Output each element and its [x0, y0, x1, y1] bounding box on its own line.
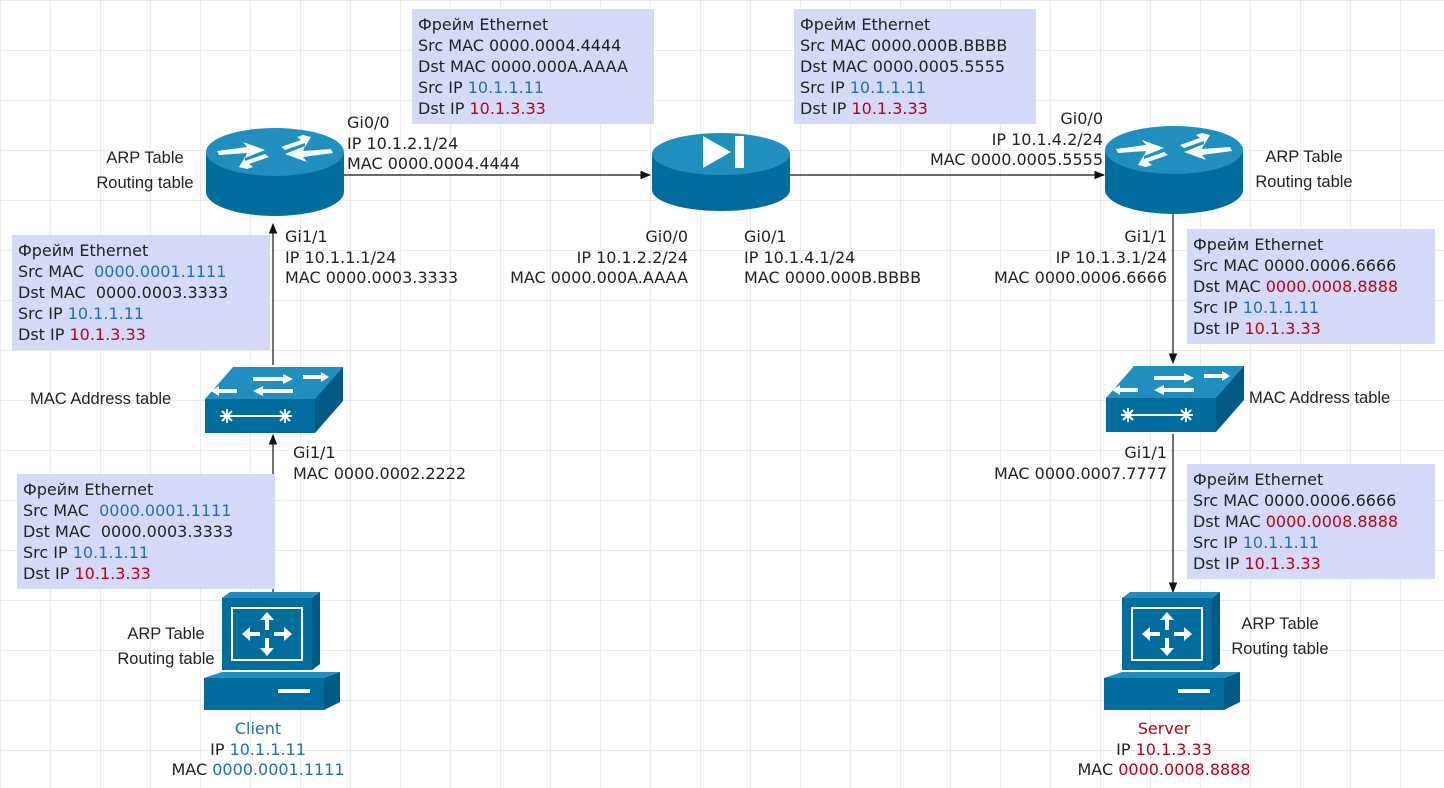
server-mac: 0000.0008.8888 [1118, 760, 1251, 779]
routing-table-label[interactable]: Routing table [96, 174, 194, 192]
frame-src-mac: 0000.000B.BBBB [871, 36, 1008, 55]
frame-src-ip: 10.1.1.11 [1242, 298, 1320, 317]
router2-tables: ARP Table Routing table [1239, 145, 1369, 195]
frame-src-mac: 0000.0001.1111 [99, 501, 232, 520]
ethernet-frame-client-switch1: Фрейм Ethernet Src MAC 0000.0001.1111 Ds… [17, 474, 275, 589]
frame-dst-mac: 0000.0008.8888 [1265, 512, 1399, 531]
switch2-gi11-label: Gi1/1 MAC 0000.0007.7777 [993, 443, 1167, 483]
ethernet-frame-switch2-server: Фрейм Ethernet Src MAC 0000.0006.6666 Ds… [1187, 464, 1435, 579]
switch-icon[interactable] [203, 365, 345, 435]
frame-dst-ip: 10.1.3.33 [851, 99, 928, 118]
switch-icon[interactable] [1104, 364, 1246, 434]
frame-src-ip: 10.1.1.11 [849, 78, 927, 97]
frame-dst-mac: 0000.0003.3333 [95, 283, 229, 302]
routing-table-label[interactable]: Routing table [1255, 173, 1353, 191]
frame-dst-mac: 0000.000A.AAAA [490, 57, 628, 76]
client-mac: 0000.0001.1111 [212, 760, 345, 779]
arp-table-label[interactable]: ARP Table [127, 625, 205, 643]
switch1-gi11-label: Gi1/1 MAC 0000.0002.2222 [293, 443, 467, 483]
router-icon[interactable] [205, 127, 345, 217]
ethernet-frame-router1-firewall: Фрейм Ethernet Src MAC 0000.0004.4444 Ds… [412, 9, 654, 124]
firewall-gi01-label: Gi0/1 IP 10.1.4.1/24 MAC 0000.000B.BBBB [744, 227, 922, 287]
router1-gi00-label: Gi0/0 IP 10.1.2.1/24 MAC 0000.0004.4444 [347, 113, 521, 173]
router1-tables: ARP Table Routing table [80, 146, 210, 196]
frame-src-ip: 10.1.1.11 [467, 78, 545, 97]
frame-title: Фрейм Ethernet [23, 480, 154, 499]
arp-table-label[interactable]: ARP Table [106, 149, 184, 167]
switch1-mac-table-label[interactable]: MAC Address table [30, 390, 172, 408]
frame-src-mac: 0000.0006.6666 [1264, 491, 1397, 510]
frame-src-mac: 0000.0001.1111 [94, 262, 227, 281]
routing-table-label[interactable]: Routing table [117, 650, 215, 668]
firewall-gi00-label: Gi0/0 IP 10.1.2.2/24 MAC 0000.000A.AAAA [510, 227, 688, 287]
frame-title: Фрейм Ethernet [1193, 470, 1324, 489]
firewall-icon[interactable] [651, 132, 791, 212]
frame-src-ip: 10.1.1.11 [67, 304, 145, 323]
frame-dst-ip: 10.1.3.33 [1244, 554, 1321, 573]
frame-src-mac: 0000.0006.6666 [1264, 256, 1397, 275]
frame-title: Фрейм Ethernet [1193, 235, 1324, 254]
frame-src-mac: 0000.0004.4444 [489, 36, 622, 55]
server-tables: ARP Table Routing table [1215, 612, 1345, 662]
ethernet-frame-switch1-router1: Фрейм Ethernet Src MAC 0000.0001.1111 Ds… [12, 235, 270, 350]
router2-gi11-label: Gi1/1 IP 10.1.3.1/24 MAC 0000.0006.6666 [993, 227, 1167, 287]
workstation-icon[interactable] [204, 592, 344, 718]
frame-dst-mac: 0000.0005.5555 [872, 57, 1006, 76]
ethernet-frame-firewall-router2: Фрейм Ethernet Src MAC 0000.000B.BBBB Ds… [794, 9, 1036, 124]
server-name: Server [1137, 719, 1191, 738]
workstation-icon[interactable] [1104, 592, 1244, 718]
frame-dst-mac: 0000.0003.3333 [100, 522, 234, 541]
routing-table-label[interactable]: Routing table [1231, 640, 1329, 658]
server-info: Server IP 10.1.3.33 MAC 0000.0008.8888 [1039, 719, 1289, 781]
frame-title: Фрейм Ethernet [418, 15, 549, 34]
client-name: Client [234, 719, 282, 738]
frame-title: Фрейм Ethernet [800, 15, 931, 34]
frame-src-ip: 10.1.1.11 [1242, 533, 1320, 552]
router1-gi11-label: Gi1/1 IP 10.1.1.1/24 MAC 0000.0003.3333 [285, 227, 459, 287]
router-icon[interactable] [1104, 125, 1244, 215]
arp-table-label[interactable]: ARP Table [1265, 148, 1343, 166]
router2-gi00-label: Gi0/0 IP 10.1.4.2/24 MAC 0000.0005.5555 [929, 109, 1103, 169]
ethernet-frame-router2-switch2: Фрейм Ethernet Src MAC 0000.0006.6666 Ds… [1187, 229, 1435, 344]
frame-dst-ip: 10.1.3.33 [74, 564, 151, 583]
frame-dst-ip: 10.1.3.33 [1244, 319, 1321, 338]
frame-dst-mac: 0000.0008.8888 [1265, 277, 1399, 296]
arp-table-label[interactable]: ARP Table [1241, 615, 1319, 633]
switch2-mac-table-label[interactable]: MAC Address table [1249, 389, 1391, 407]
client-tables: ARP Table Routing table [101, 622, 231, 672]
frame-src-ip: 10.1.1.11 [72, 543, 150, 562]
server-ip: 10.1.3.33 [1135, 739, 1212, 759]
client-ip: 10.1.1.11 [229, 739, 306, 759]
frame-title: Фрейм Ethernet [18, 241, 149, 260]
client-info: Client IP 10.1.1.11 MAC 0000.0001.1111 [133, 719, 383, 781]
frame-dst-ip: 10.1.3.33 [69, 325, 146, 344]
frame-dst-ip: 10.1.3.33 [469, 99, 546, 118]
